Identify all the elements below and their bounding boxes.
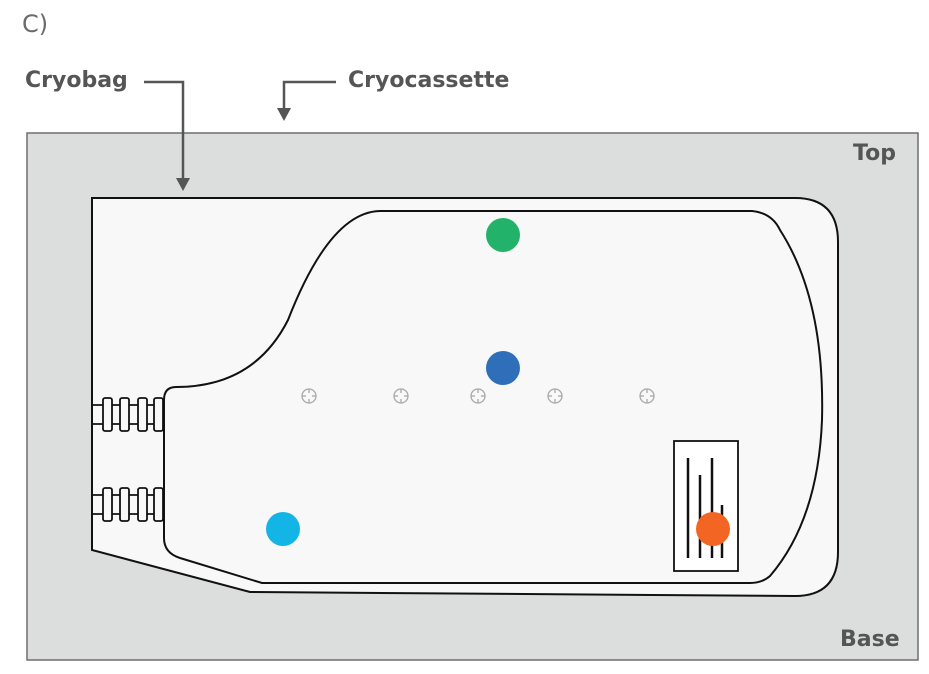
cryocassette-label: Cryocassette: [348, 68, 510, 93]
crosshair-marker: [639, 388, 655, 404]
crosshair-marker: [301, 388, 317, 404]
sensor-orange-dot: [696, 512, 730, 546]
base-label: Base: [840, 627, 900, 652]
cryobag-label: Cryobag: [25, 68, 128, 93]
cryobag-inner-chamber: [163, 210, 824, 584]
sensor-cyan-dot: [266, 512, 300, 546]
crosshair-marker: [393, 388, 409, 404]
tubing-port-lower: [92, 487, 164, 522]
crosshair-marker: [470, 388, 486, 404]
top-label: Top: [853, 141, 896, 166]
tubing-port-upper: [92, 397, 164, 432]
marker-row: [301, 388, 655, 404]
barcode-label: [673, 440, 739, 572]
crosshair-marker: [547, 388, 563, 404]
cryobag-arrow: [144, 80, 190, 191]
sensor-green-dot: [486, 218, 520, 252]
cryocassette-arrow: [277, 80, 336, 121]
panel-label: C): [22, 10, 49, 38]
sensor-blue-dot: [486, 351, 520, 385]
